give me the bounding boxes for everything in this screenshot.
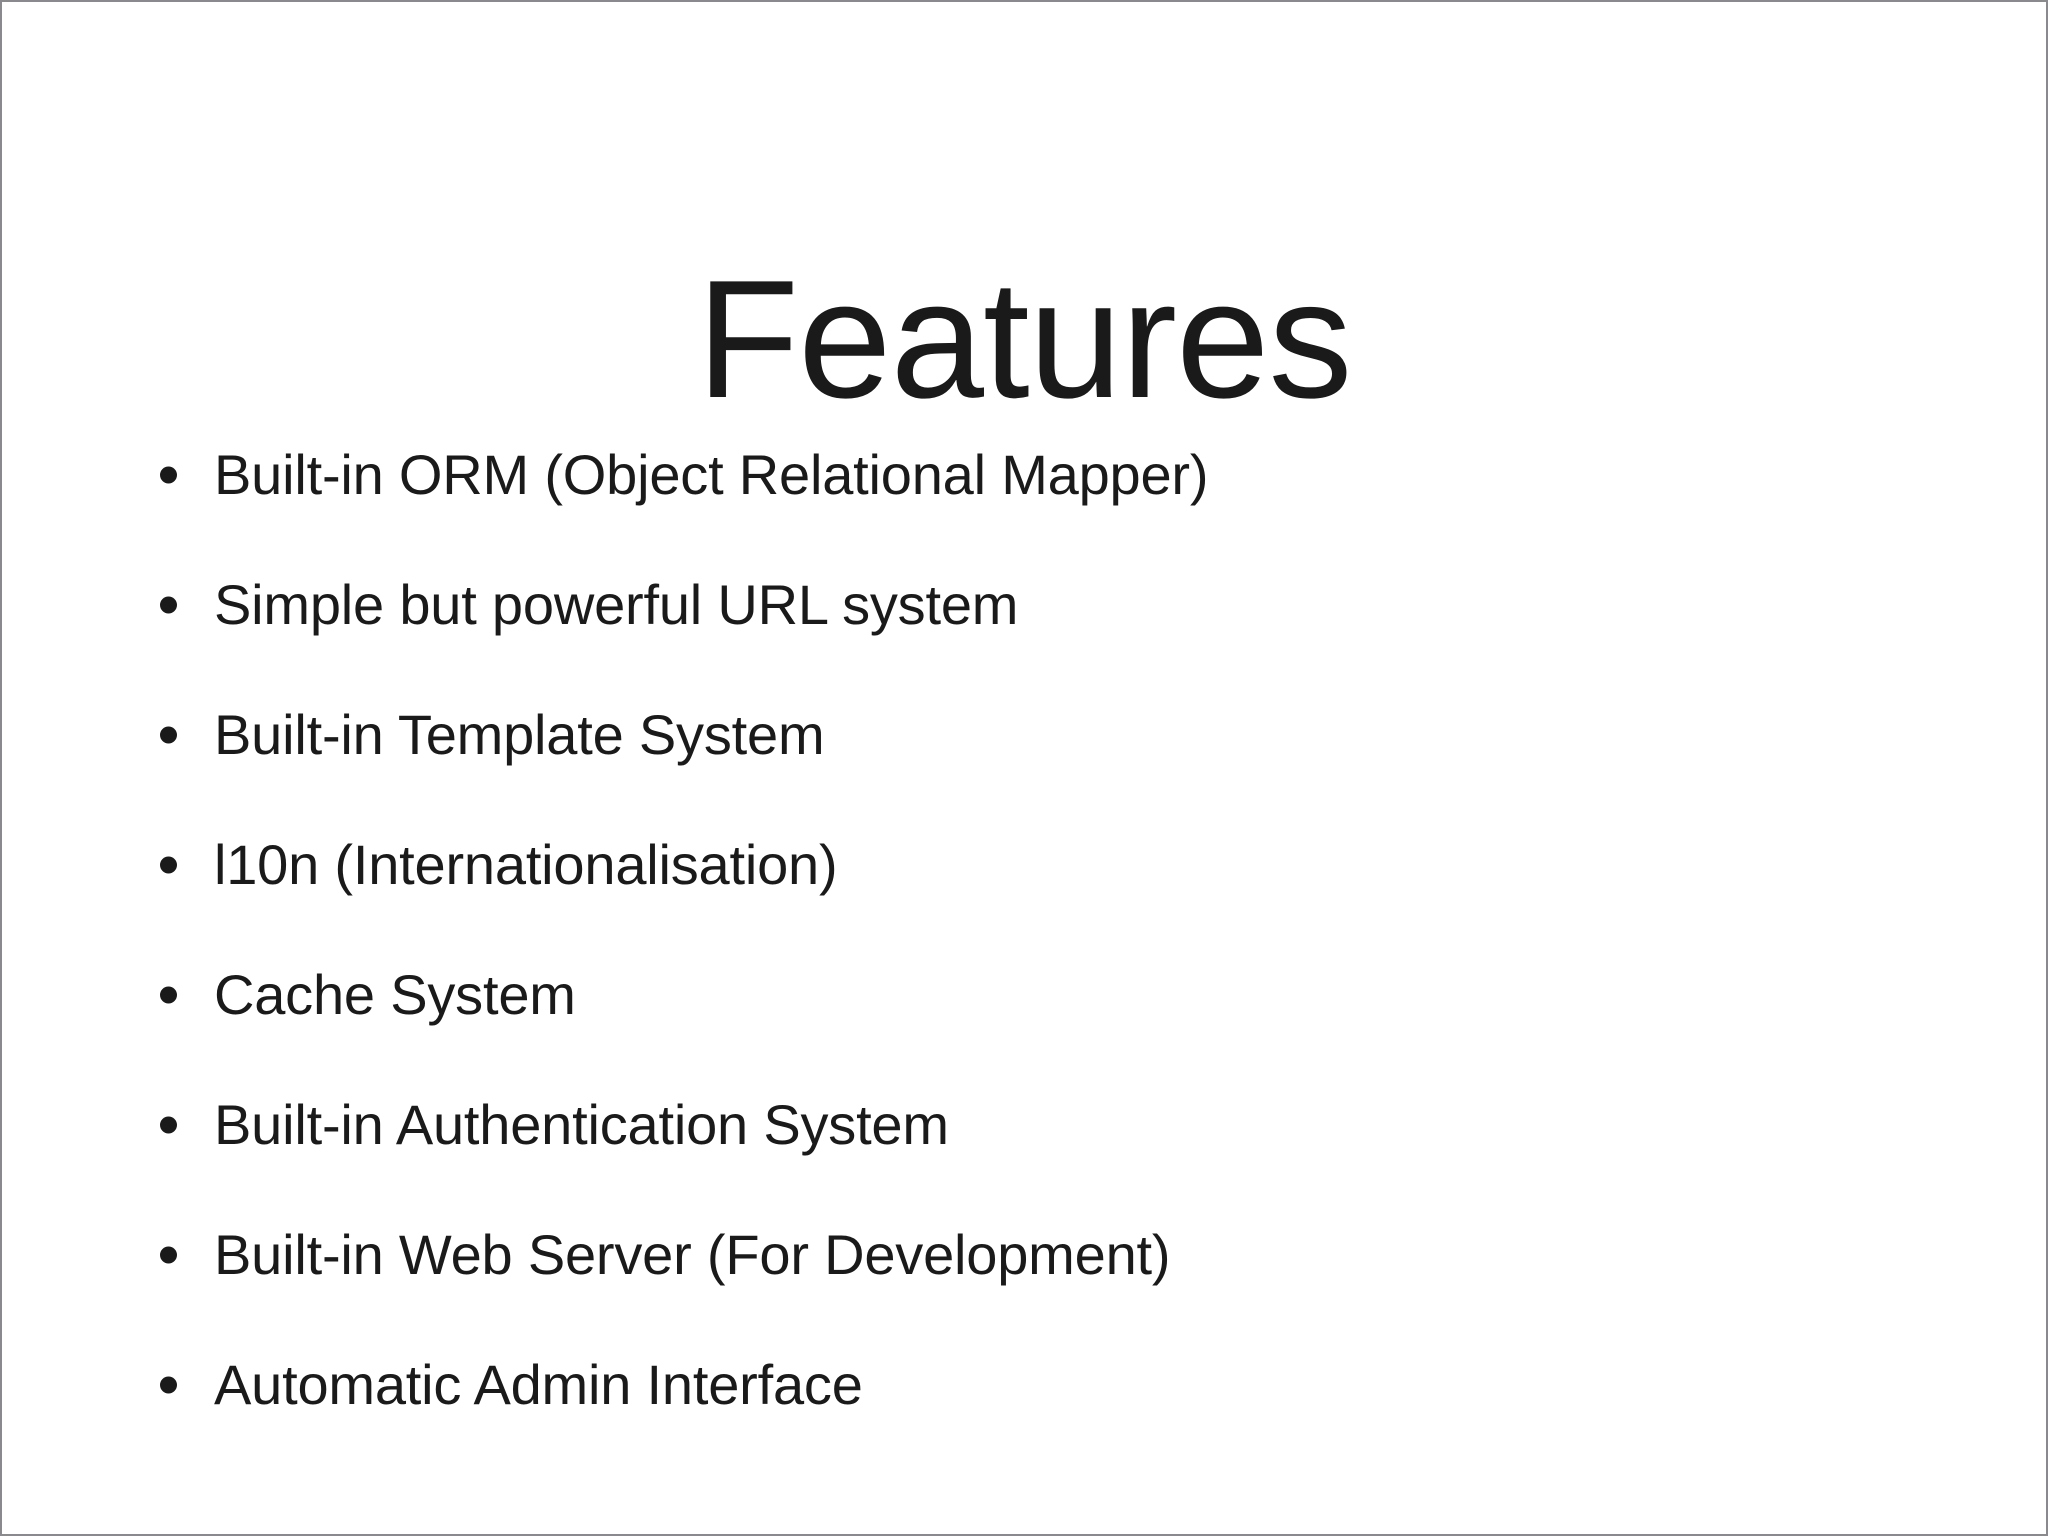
bullet-item-label: Cache System bbox=[214, 963, 576, 1027]
list-item: Built-in Web Server (For Development) bbox=[152, 1190, 1926, 1320]
bullet-dot-icon bbox=[160, 1246, 177, 1264]
bullet-item-label: Automatic Admin Interface bbox=[214, 1353, 863, 1417]
bullet-item-label: Built-in Authentication System bbox=[214, 1093, 949, 1157]
bullet-item-label: l10n (Internationalisation) bbox=[214, 833, 838, 897]
bullet-item-label: Built-in ORM (Object Relational Mapper) bbox=[214, 443, 1209, 507]
list-item: Cache System bbox=[152, 930, 1926, 1060]
bullet-item-label: Simple but powerful URL system bbox=[214, 573, 1019, 637]
feature-bullet-list: Built-in ORM (Object Relational Mapper) … bbox=[152, 410, 1926, 1450]
slide-title: Features bbox=[696, 244, 1353, 433]
bullet-dot-icon bbox=[160, 596, 177, 614]
bullet-item-label: Built-in Web Server (For Development) bbox=[214, 1223, 1171, 1287]
bullet-dot-icon bbox=[160, 1376, 177, 1394]
bullet-dot-icon bbox=[160, 1116, 177, 1134]
list-item: Built-in Template System bbox=[152, 670, 1926, 800]
bullet-dot-icon bbox=[160, 466, 177, 484]
list-item: l10n (Internationalisation) bbox=[152, 800, 1926, 930]
list-item: Built-in ORM (Object Relational Mapper) bbox=[152, 410, 1926, 540]
bullet-dot-icon bbox=[160, 856, 177, 874]
list-item: Simple but powerful URL system bbox=[152, 540, 1926, 670]
list-item: Automatic Admin Interface bbox=[152, 1320, 1926, 1450]
bullet-item-label: Built-in Template System bbox=[214, 703, 825, 767]
bullet-dot-icon bbox=[160, 986, 177, 1004]
bullet-dot-icon bbox=[160, 726, 177, 744]
list-item: Built-in Authentication System bbox=[152, 1060, 1926, 1190]
